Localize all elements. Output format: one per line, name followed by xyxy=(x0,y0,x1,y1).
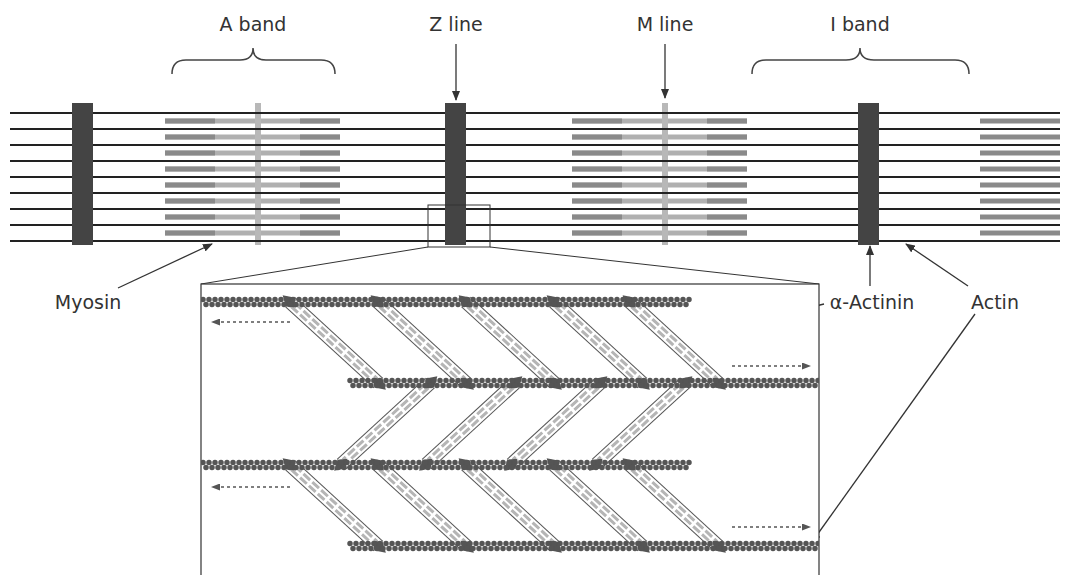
part-label: Myosin xyxy=(55,290,121,314)
inset-frame xyxy=(201,284,819,575)
part-label: I band xyxy=(830,12,889,36)
actin-filaments xyxy=(10,113,1060,241)
part-label: A band xyxy=(220,12,287,36)
z-disc xyxy=(72,103,93,245)
bracket xyxy=(752,48,969,74)
part-label: Actin xyxy=(971,290,1019,314)
z-disc xyxy=(858,103,879,245)
m-line xyxy=(662,103,668,245)
z-disc xyxy=(445,103,466,245)
bracket xyxy=(172,48,335,74)
zoom-lines xyxy=(201,205,819,284)
z-disc-detail xyxy=(203,291,819,557)
m-line xyxy=(255,103,261,245)
part-label: M line xyxy=(637,12,694,36)
part-label: Z line xyxy=(429,12,482,36)
part-label: α-Actinin xyxy=(830,290,915,314)
